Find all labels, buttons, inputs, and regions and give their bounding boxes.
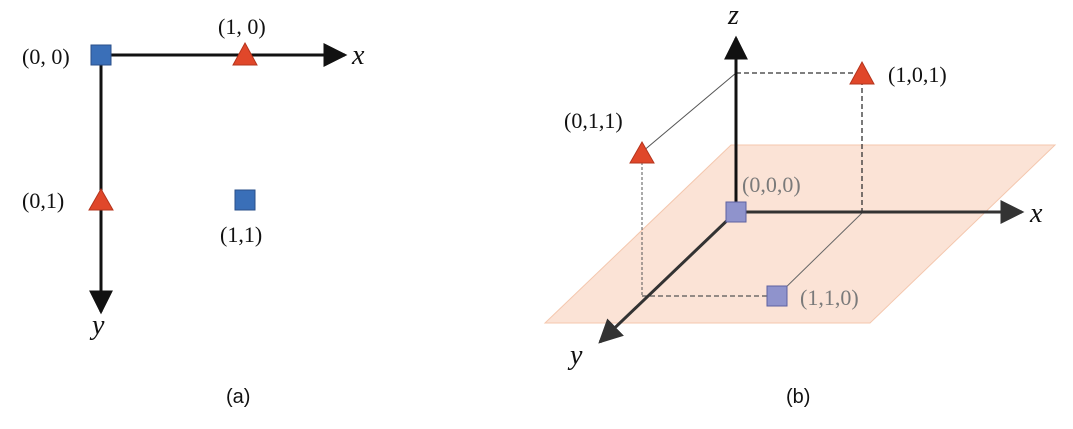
panel-a-y-axis-label: y [89,310,105,341]
panel-b-point-0-0-0-label: (0,0,0) [742,172,801,197]
panel-b-point-0-1-1-label: (0,1,1) [564,108,623,133]
panel-b-point-1-1-0-label: (1,1,0) [800,285,859,310]
panel-b-x-axis-label: x [1029,198,1043,229]
panel-b-xy-plane [543,144,1057,324]
panel-a-point-0-1-marker [88,187,114,211]
panel-b-point-0-1-1-marker [629,140,655,164]
panel-a-x-axis-label: x [351,40,365,71]
panel-a: x y (0, 0) (1, 0) (0,1) (1,1) (a) [22,14,365,408]
panel-a-point-0-0-label: (0, 0) [22,44,70,69]
panel-b-guide-x-to-110 [776,212,863,297]
panel-b-caption: (b) [786,386,810,408]
panel-a-point-1-0-marker [232,41,258,66]
panel-b-point-1-1-0-marker [766,285,788,307]
panel-b: z x y (0,0,0) (1,1,0) (0,1,1) (1,0,1) (b… [543,0,1057,408]
panel-a-point-0-0-marker [90,44,112,66]
panel-b-z-axis-label: z [727,0,739,31]
panel-b-point-1-0-1-marker [849,60,875,85]
panel-b-point-1-0-1-label: (1,0,1) [888,62,947,87]
panel-b-y-axis-label: y [567,340,583,371]
panel-b-point-0-0-0-marker [725,201,747,223]
panel-a-caption: (a) [226,386,250,408]
panel-a-point-1-0-label: (1, 0) [218,14,266,39]
panel-a-point-0-1-label: (0,1) [22,188,64,213]
panel-a-point-1-1-label: (1,1) [220,222,262,247]
panel-a-point-1-1-marker [234,189,256,211]
panel-b-guide-z-to-011 [641,72,737,153]
panel-b-y-axis [598,210,738,344]
